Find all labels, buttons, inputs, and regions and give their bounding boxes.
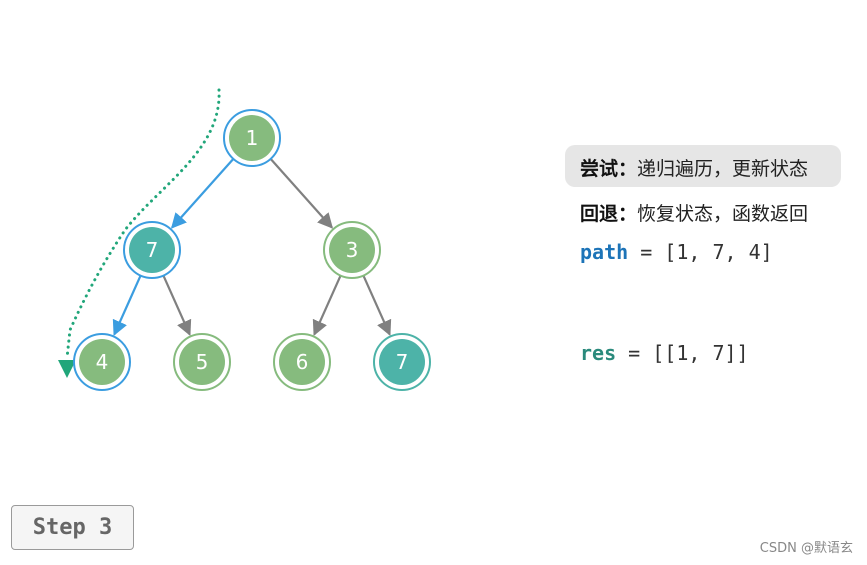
tree-node-label: 7 (396, 350, 409, 374)
legend-undo-text: 恢复状态，函数返回 (637, 203, 809, 225)
res-value: = [[1, 7]] (616, 341, 749, 365)
tree-node-n5: 5 (173, 333, 231, 391)
tree-node-n4: 4 (73, 333, 131, 391)
res-variable: res (580, 341, 617, 365)
res-line: res = [[1, 7]] (580, 341, 749, 365)
tree-node-label: 3 (346, 238, 359, 262)
tree-edge-n7a-n4 (112, 275, 142, 337)
trace-line (65, 88, 221, 360)
tree-node-label: 1 (246, 126, 259, 150)
legend-try: 尝试：递归遍历，更新状态 (580, 154, 808, 181)
tree-node-n1: 1 (223, 109, 281, 167)
step-indicator[interactable]: Step 3 (11, 505, 134, 550)
tree-node-label: 7 (146, 238, 159, 262)
watermark: CSDN @默语玄 (759, 541, 853, 556)
path-line: path = [1, 7, 4] (580, 240, 773, 264)
path-value: = [1, 7, 4] (628, 240, 773, 264)
tree-edge-n7a-n5 (162, 275, 192, 337)
tree-node-label: 6 (296, 350, 309, 374)
tree-node-label: 5 (196, 350, 209, 374)
tree-node-n6: 6 (273, 333, 331, 391)
tree-edge-n1-n3 (269, 158, 334, 229)
tree-edge-n3-n7b (362, 275, 392, 337)
tree-node-n7a: 7 (123, 221, 181, 279)
tree-node-label: 4 (96, 350, 109, 374)
tree-edges (112, 158, 392, 337)
path-variable: path (580, 240, 629, 264)
legend-try-highlight (565, 145, 841, 187)
traversal-trace (58, 88, 221, 378)
trace-arrowhead (58, 360, 76, 378)
legend-try-label: 尝试： (580, 158, 638, 180)
tree-nodes: 1 7 3 4 5 6 7 (73, 109, 431, 391)
legend-undo-label: 回退： (580, 203, 638, 225)
tree-edge-n1-n7a (170, 158, 235, 229)
legend-undo: 回退：恢复状态，函数返回 (580, 199, 808, 226)
tree-edge-n3-n6 (312, 275, 342, 337)
tree-node-n3: 3 (323, 221, 381, 279)
tree-node-n7b: 7 (373, 333, 431, 391)
legend-try-text: 递归遍历，更新状态 (637, 158, 809, 180)
